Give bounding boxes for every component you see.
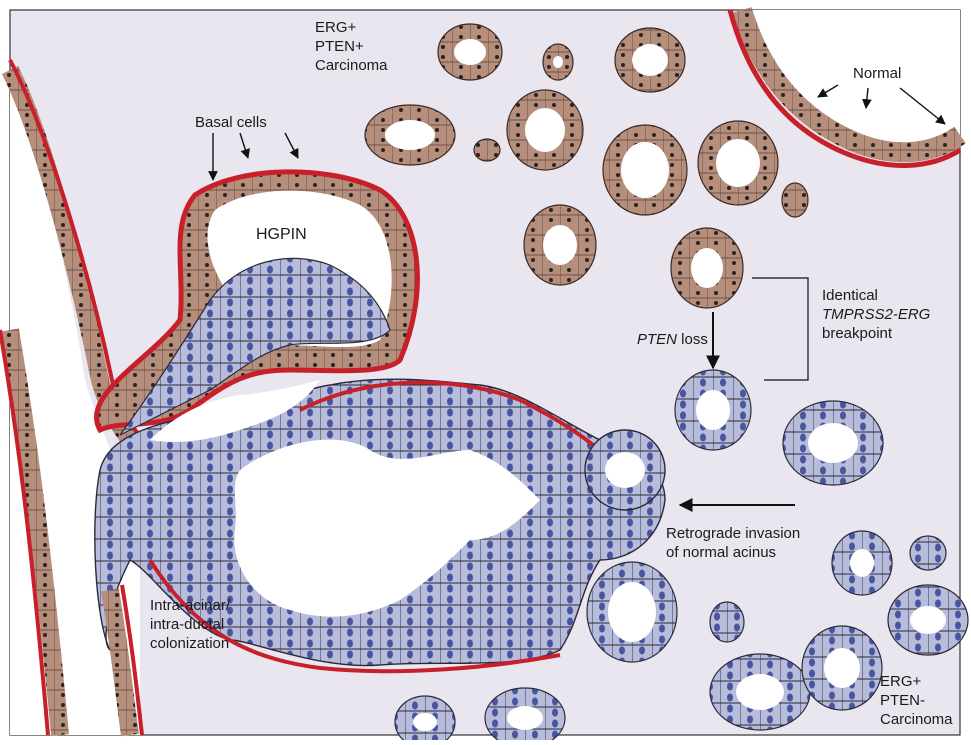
label-hgpin: HGPIN — [256, 225, 307, 244]
label-retrograde-invasion: Retrograde invasion of normal acinus — [666, 524, 800, 562]
label-normal: Normal — [853, 64, 901, 83]
label-erg-pten-negative: ERG+ PTEN- Carcinoma — [880, 672, 953, 729]
label-erg-pten-positive: ERG+ PTEN+ Carcinoma — [315, 18, 388, 75]
label-pten-loss: PTEN loss — [637, 330, 708, 349]
label-basal-cells: Basal cells — [195, 113, 267, 132]
label-identical-breakpoint: Identical TMPRSS2-ERG breakpoint — [822, 286, 930, 343]
label-intra-acinar: Intra-acinar/ intra-ductal colonization — [150, 596, 230, 653]
